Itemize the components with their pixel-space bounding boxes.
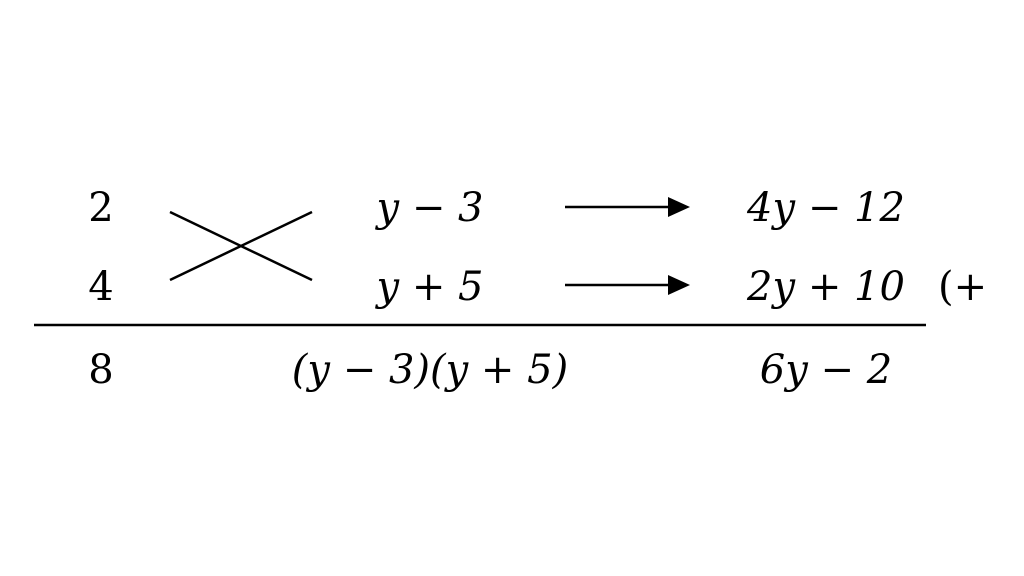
arrowhead-row-2 xyxy=(668,275,690,295)
addition-annotation: (+ xyxy=(938,264,988,310)
result-factor-product: (y − 3)(y + 5) xyxy=(291,347,569,393)
result-sum: 6y − 2 xyxy=(759,347,893,393)
result-multiplier: 8 xyxy=(88,347,114,393)
row-2-product: 2y + 10 xyxy=(747,264,905,310)
row-1-multiplier: 2 xyxy=(88,185,114,231)
cross-line-up xyxy=(169,210,313,282)
row-2-multiplier: 4 xyxy=(88,264,114,310)
row-1-factor: y − 3 xyxy=(376,185,484,231)
row-2-factor: y + 5 xyxy=(376,264,484,310)
row-1-product: 4y − 12 xyxy=(747,185,905,231)
arrowhead-row-1 xyxy=(668,197,690,217)
